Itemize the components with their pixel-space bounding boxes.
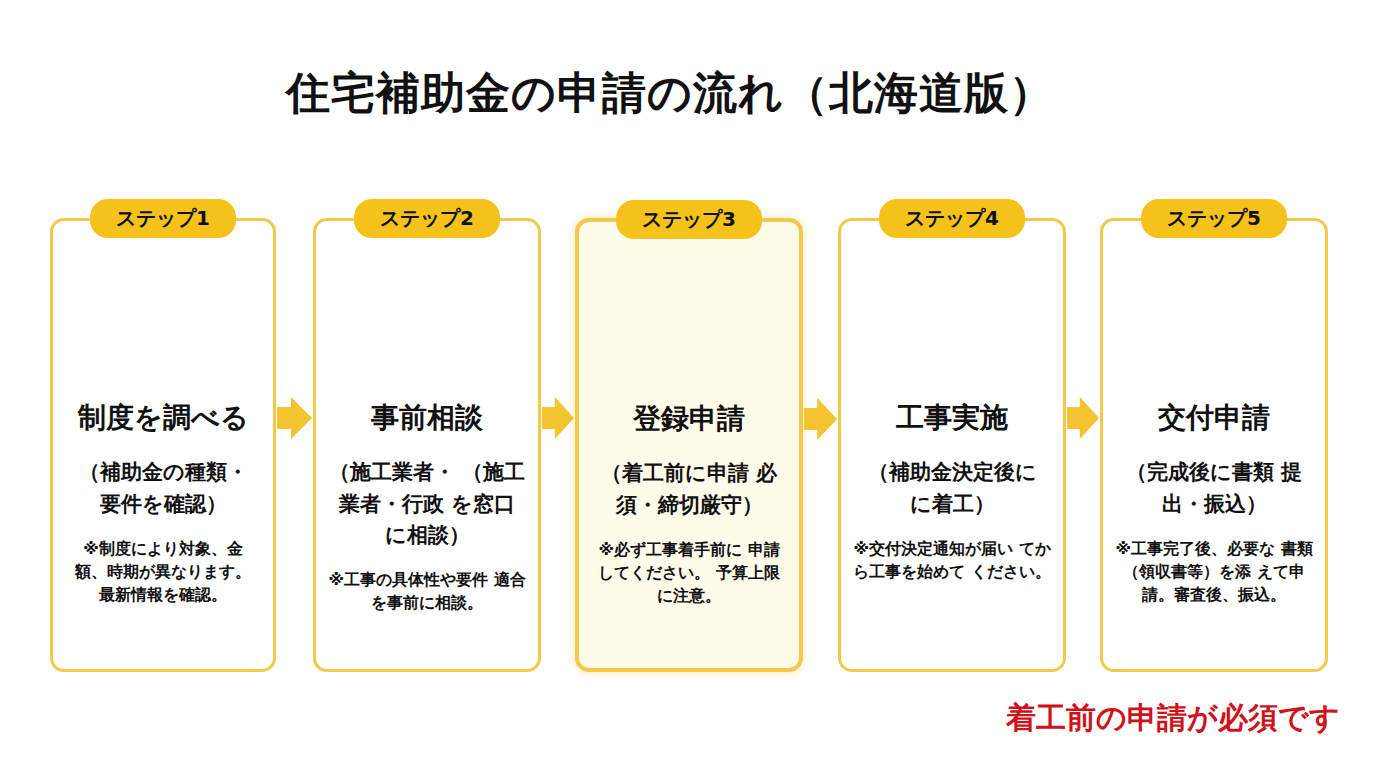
step-card: ステップ2事前相談（施工業者・ （施工業者・行政 を窓口に相談）※工事の具体性や… (313, 218, 541, 672)
warning-note: 着工前の申請が必須です (1006, 698, 1340, 739)
step-note: ※工事の具体性や要件 適合を事前に相談。 (328, 568, 526, 614)
step-heading: 交付申請 (1158, 399, 1270, 437)
step-heading: 工事実施 (896, 399, 1008, 437)
step-card: ステップ4工事実施（補助金決定後に に着工）※交付決定通知が届い てから工事を始… (838, 218, 1066, 672)
step-subtitle: （完成後に書類 提出・振込） (1115, 457, 1313, 521)
step-card: ステップ5交付申請（完成後に書類 提出・振込）※工事完了後、必要な 書類（領収書… (1100, 218, 1328, 672)
step-subtitle: （補助金決定後に に着工） (853, 457, 1051, 521)
step-note: ※工事完了後、必要な 書類（領収書等）を添 えて申請。審査後、振込。 (1115, 537, 1313, 607)
flow-arrow (1067, 397, 1099, 439)
step-card: ステップ1制度を調べる（補助金の種類・ 要件を確認）※制度により対象、金 額、時… (50, 218, 276, 672)
step-badge: ステップ4 (879, 199, 1025, 238)
step-badge: ステップ2 (354, 199, 500, 238)
step-card: ステップ3登録申請（着工前に申請 必須・締切厳守）※必ず工事着手前に 申請してく… (575, 218, 803, 672)
flow-arrow (542, 397, 574, 439)
step-badge: ステップ5 (1141, 199, 1287, 238)
diagram-title: 住宅補助金の申請の流れ（北海道版） (0, 64, 1340, 123)
step-heading: 登録申請 (633, 400, 745, 438)
step-subtitle: （補助金の種類・ 要件を確認） (65, 457, 261, 521)
flow-arrow (804, 398, 837, 440)
step-subtitle: （施工業者・ （施工業者・行政 を窓口に相談） (328, 457, 526, 552)
step-heading: 制度を調べる (78, 399, 249, 437)
step-note: ※必ず工事着手前に 申請してください。 予算上限に注意。 (591, 538, 787, 608)
step-heading: 事前相談 (371, 399, 483, 437)
step-note: ※交付決定通知が届い てから工事を始めて ください。 (853, 537, 1051, 583)
step-badge: ステップ3 (616, 200, 762, 239)
step-subtitle: （着工前に申請 必須・締切厳守） (591, 458, 787, 522)
step-note: ※制度により対象、金 額、時期が異なります。 最新情報を確認。 (65, 537, 261, 607)
flow-arrow (277, 397, 312, 439)
step-badge: ステップ1 (90, 199, 236, 238)
